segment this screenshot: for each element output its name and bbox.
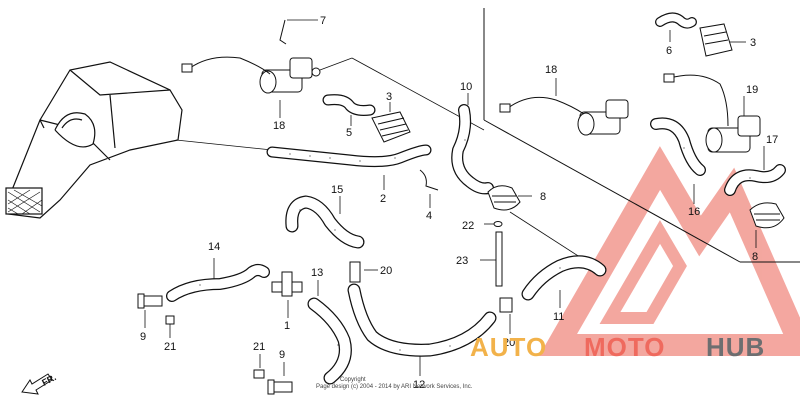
callout-18-right: 18	[545, 64, 557, 76]
copyright-line-1: Copyright	[340, 377, 366, 383]
joint-9-left	[137, 293, 163, 309]
callout-23: 23	[456, 255, 468, 267]
callout-21-left: 21	[164, 341, 176, 353]
callout-20-lower: 20	[503, 337, 515, 349]
control-valve-3-right	[699, 23, 733, 57]
callout-15: 15	[331, 184, 343, 196]
callout-3-left: 3	[386, 91, 392, 103]
control-valve-8-right	[749, 202, 785, 229]
air-intake-housing	[5, 61, 183, 219]
callout-3-right: 3	[750, 37, 756, 49]
callout-1: 1	[284, 320, 290, 332]
clamp-4	[419, 169, 439, 191]
callout-21-lower: 21	[253, 341, 265, 353]
leader-lines	[144, 19, 765, 376]
callout-labels: 7 18 5 3 10 2 4 15 8 22 23 20 14 13 1 9 …	[140, 15, 778, 391]
callout-5: 5	[346, 127, 352, 139]
joint-20-lower	[499, 297, 513, 313]
callout-11: 11	[553, 311, 564, 323]
callout-8-right: 8	[752, 251, 758, 263]
bolt-21-lower	[253, 369, 265, 379]
watermark-hub: HUB	[706, 332, 765, 362]
solenoid-valve-18-left	[181, 56, 321, 94]
control-valve-3-left	[371, 111, 411, 143]
tube-23	[495, 231, 503, 287]
front-direction-marker: FR.	[21, 372, 58, 395]
watermark-auto: AUTO	[470, 332, 547, 362]
callout-9-lower: 9	[279, 349, 285, 361]
callout-14: 14	[208, 241, 220, 253]
callout-19: 19	[746, 84, 758, 96]
copyright-line-2: Page design (c) 2004 - 2014 by ARI Netwo…	[316, 384, 473, 390]
control-valve-8-left	[487, 185, 521, 211]
callout-10: 10	[460, 81, 472, 93]
front-marker-label: FR.	[40, 372, 57, 388]
joint-9-lower	[267, 379, 293, 395]
solenoid-valve-19	[663, 73, 761, 153]
t-joint-1	[271, 271, 303, 297]
callout-13: 13	[311, 267, 323, 279]
watermark-wordmark: AUTO MOTO HUB	[470, 332, 765, 362]
callout-20-center: 20	[380, 265, 392, 277]
callout-6: 6	[666, 45, 672, 57]
watermark-logo-triangle	[538, 146, 800, 356]
hoses	[166, 12, 786, 385]
solenoid-valve-18-right	[499, 96, 629, 136]
front-arrow-icon	[21, 373, 53, 395]
hose-texture	[199, 139, 751, 351]
o-ring-22	[493, 221, 503, 227]
callout-17: 17	[766, 134, 778, 146]
components	[137, 19, 785, 395]
bolt-21-left	[165, 315, 175, 325]
copyright-notice: Copyright Page design (c) 2004 - 2014 by…	[316, 377, 473, 390]
callout-8-left: 8	[540, 191, 546, 203]
callout-12: 12	[413, 379, 425, 391]
callout-9-left: 9	[140, 331, 146, 343]
callout-2: 2	[380, 193, 386, 205]
callout-4: 4	[426, 210, 432, 222]
callout-18-left: 18	[273, 120, 285, 132]
inset-box	[483, 8, 800, 263]
bracket-7	[279, 19, 287, 45]
callout-7: 7	[320, 15, 326, 27]
callout-22: 22	[462, 220, 474, 232]
joint-20-center	[349, 261, 361, 283]
callout-16: 16	[688, 206, 700, 218]
watermark-moto: MOTO	[584, 332, 666, 362]
